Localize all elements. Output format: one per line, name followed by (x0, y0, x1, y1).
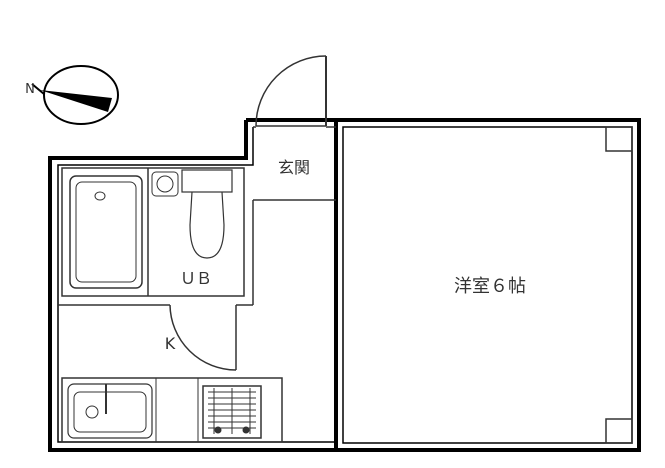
north-label: N (25, 82, 35, 97)
outer-walls (48, 118, 641, 452)
kitchen-sink-icon (67, 383, 153, 439)
entrance-area (253, 55, 336, 201)
entrance-label: 玄関 (278, 158, 310, 177)
unit-bath (61, 167, 245, 297)
toilet-icon (181, 169, 233, 259)
stove-icon (202, 385, 262, 439)
bathtub-icon (69, 175, 143, 289)
western-room-label: 洋室６帖 (454, 276, 526, 297)
kitchen-label: K (165, 334, 176, 353)
sink-icon (151, 171, 179, 197)
compass-icon: N (25, 65, 119, 125)
kitchen-area (58, 200, 283, 443)
unit-bath-label: ＵＢ (180, 269, 212, 288)
western-room (605, 126, 633, 444)
